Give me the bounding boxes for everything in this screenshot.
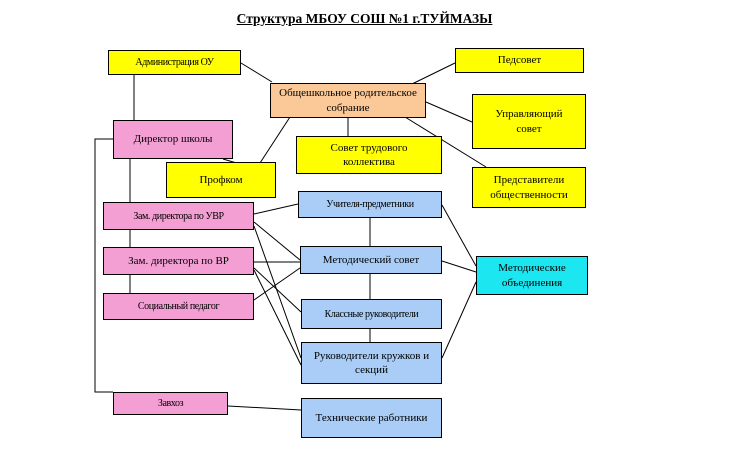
box-social-pedagogue-label: Социальный педагог (137, 301, 220, 312)
link-uvr-teachers (253, 203, 299, 215)
box-deputy-vr: Зам. директора по ВР (103, 247, 254, 275)
link-caretaker-tech (227, 405, 302, 411)
box-labor-council: Совет трудового коллектива (296, 136, 442, 174)
link-admin-parents (240, 62, 273, 83)
box-club-leaders-label: Руководители кружков и секций (313, 349, 430, 376)
box-club-leaders: Руководители кружков и секций (301, 342, 442, 384)
box-caretaker: Завхоз (113, 392, 228, 415)
link-uvr-clubs (253, 225, 302, 359)
box-deputy-uvr: Зам. директора по УВР (103, 202, 254, 230)
diagram-title: Структура МБОУ СОШ №1 г.ТУЙМАЗЫ (236, 11, 493, 26)
box-technical-staff-label: Технические работники (315, 411, 428, 424)
link-parents-council (425, 101, 473, 123)
box-trade-union-label: Профком (199, 173, 243, 186)
link-vr-classteachers (253, 267, 302, 313)
box-technical-staff: Технические работники (301, 398, 442, 438)
link-methodical-associations (441, 260, 477, 273)
box-social-pedagogue: Социальный педагог (103, 293, 254, 320)
link-teachers-associations (441, 204, 477, 267)
link-pedsovet-parents (411, 62, 456, 85)
box-director-label: Директор школы (133, 133, 213, 146)
box-governing-council: Управляющий совет (472, 94, 586, 149)
link-parents-public (404, 116, 487, 168)
link-director-caretaker (94, 138, 113, 393)
box-methodical-council-label: Методический совет (322, 253, 420, 266)
box-administration: Администрация ОУ (108, 50, 241, 75)
box-methodical-associations: Методические объединения (476, 256, 588, 295)
box-public-reps-label: Представители общественности (490, 174, 568, 201)
box-public-reps: Представители общественности (472, 167, 586, 208)
box-deputy-uvr-label: Зам. директора по УВР (133, 210, 224, 222)
box-deputy-vr-label: Зам. директора по ВР (128, 254, 229, 267)
box-parent-meeting-label: Общешкольное родительское собрание (279, 87, 417, 114)
box-parent-meeting: Общешкольное родительское собрание (270, 83, 426, 118)
box-administration-label: Администрация ОУ (135, 57, 214, 68)
box-methodical-associations-label: Методические объединения (498, 262, 566, 289)
box-trade-union: Профком (166, 162, 276, 198)
link-clubs-associations (441, 281, 477, 359)
box-class-teachers-label: Классные руководители (324, 308, 419, 320)
box-class-teachers: Классные руководители (301, 299, 442, 329)
box-director: Директор школы (113, 120, 233, 159)
link-social-methodical (253, 267, 301, 301)
box-caretaker-label: Завхоз (157, 398, 184, 409)
box-subject-teachers-label: Учителя-предметники (326, 199, 414, 210)
link-parents-tradeunion (259, 116, 291, 164)
link-uvr-methodical (253, 221, 301, 261)
box-pedsovet-label: Педсовет (497, 54, 542, 67)
box-subject-teachers: Учителя-предметники (298, 191, 442, 218)
box-pedsovet: Педсовет (455, 48, 584, 73)
box-labor-council-label: Совет трудового коллектива (330, 141, 408, 168)
box-methodical-council: Методический совет (300, 246, 442, 274)
link-vr-clubs (253, 269, 302, 366)
box-governing-council-label: Управляющий совет (495, 108, 563, 135)
